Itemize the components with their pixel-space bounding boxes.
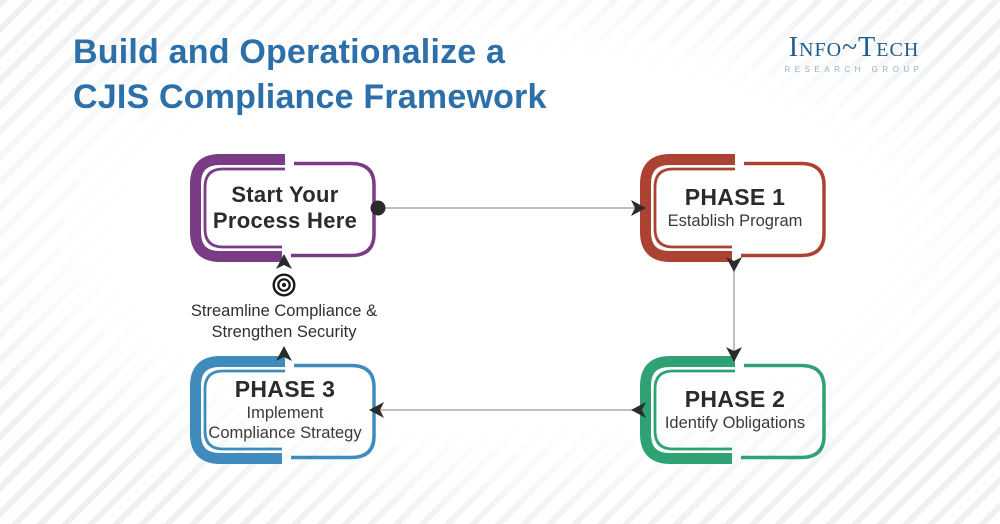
start-node-text: Start Your Process Here	[190, 154, 380, 262]
logo-wordmark: Info~Tech	[788, 32, 920, 63]
phase2-title: PHASE 2	[684, 386, 786, 413]
loop-label-line2: Strengthen Security	[211, 322, 357, 341]
phase3-subtitle-line2: Compliance Strategy	[208, 424, 362, 443]
infotech-logo: Info~Tech RESEARCH GROUP	[768, 32, 940, 75]
page-title-line2: CJIS Compliance Framework	[73, 78, 547, 117]
node-phase-1: PHASE 1 Establish Program	[640, 154, 830, 262]
phase2-node-text: PHASE 2 Identify Obligations	[640, 356, 830, 464]
logo-subtitle: RESEARCH GROUP	[784, 65, 924, 75]
phase1-title: PHASE 1	[684, 184, 786, 211]
target-icon	[272, 273, 296, 297]
phase2-subtitle: Identify Obligations	[664, 414, 806, 433]
page-title-line1: Build and Operationalize a	[73, 33, 506, 71]
loop-label: Streamline Compliance & Strengthen Secur…	[164, 272, 404, 342]
phase1-node-text: PHASE 1 Establish Program	[640, 154, 830, 262]
phase3-node-text: PHASE 3 Implement Compliance Strategy	[190, 356, 380, 464]
node-phase-3: PHASE 3 Implement Compliance Strategy	[190, 356, 380, 464]
phase1-subtitle: Establish Program	[667, 212, 803, 231]
start-node-line1: Start Your	[231, 182, 339, 208]
phase3-title: PHASE 3	[234, 376, 336, 403]
start-node-line2: Process Here	[212, 208, 358, 233]
node-phase-2: PHASE 2 Identify Obligations	[640, 356, 830, 464]
phase3-subtitle-line1: Implement	[246, 403, 324, 422]
node-start: Start Your Process Here	[190, 154, 380, 262]
page-title: Build and Operationalize a CJIS Complian…	[73, 30, 547, 120]
loop-label-line1: Streamline Compliance &	[190, 302, 378, 320]
